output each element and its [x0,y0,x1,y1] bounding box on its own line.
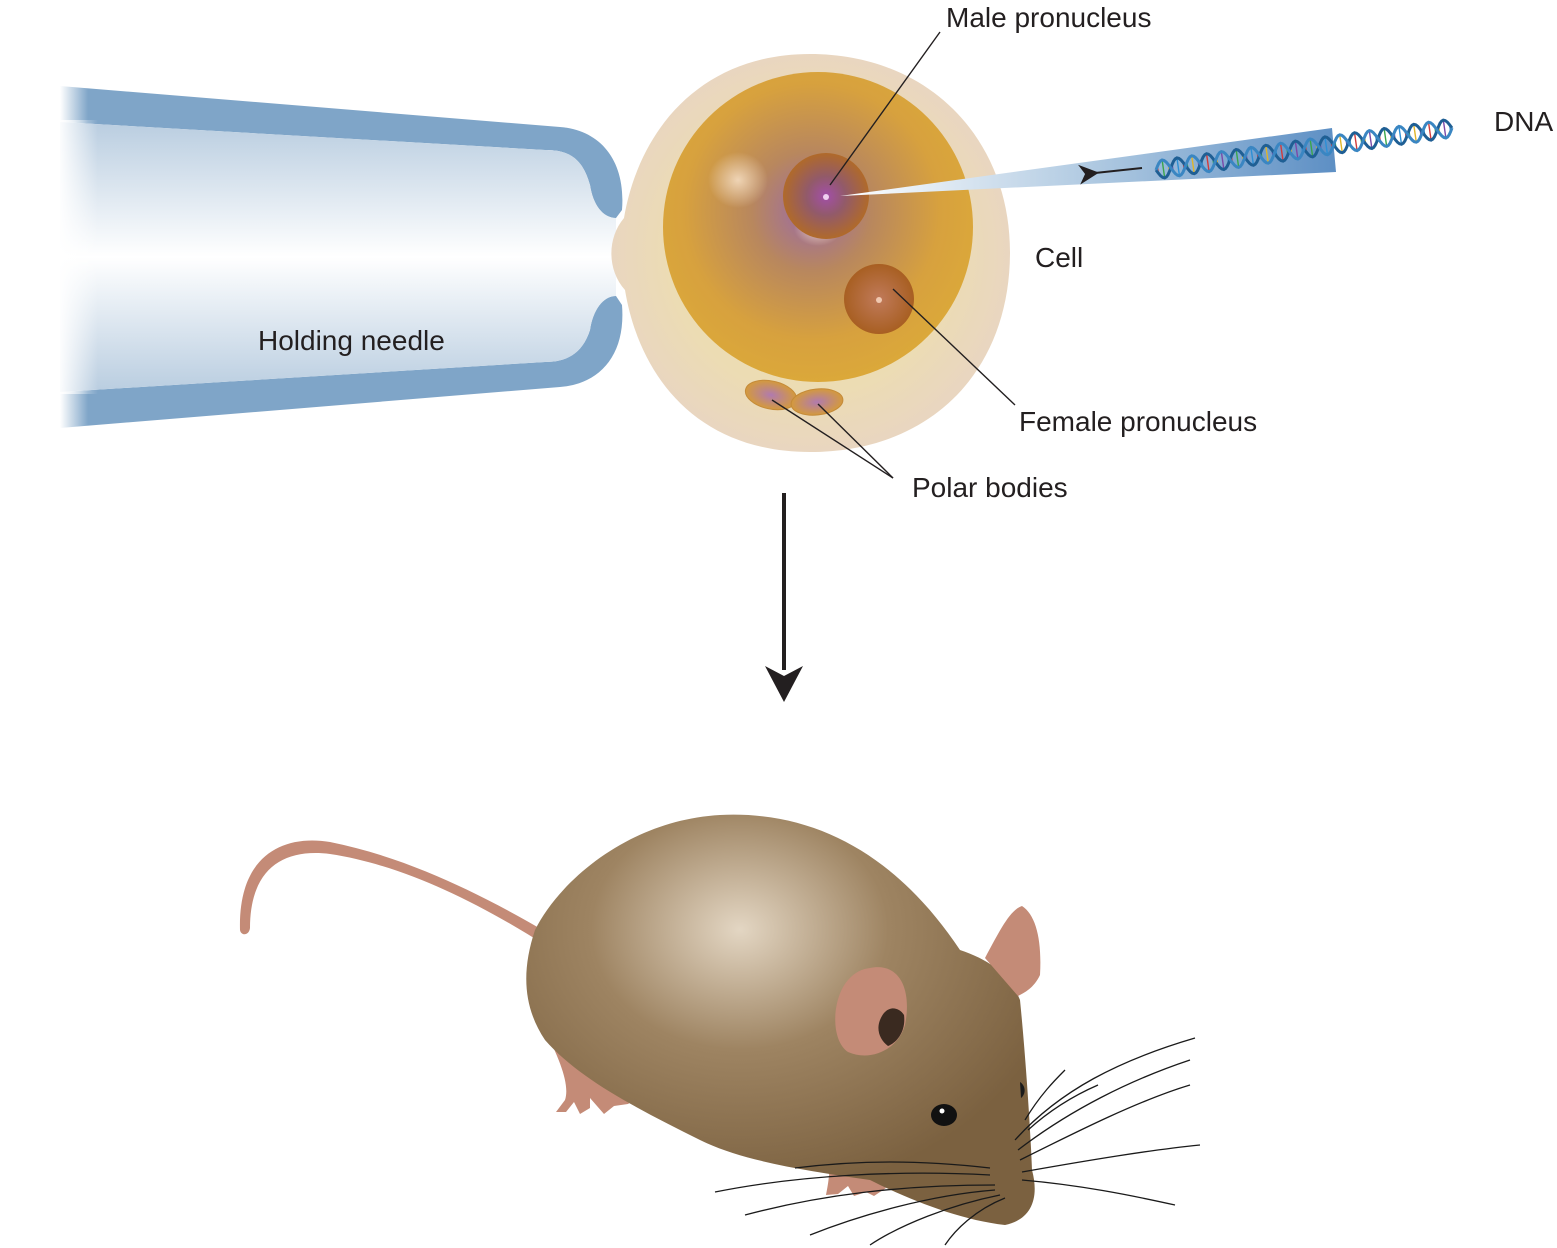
leader-polar-body-2 [817,403,894,479]
dna-direction-arrow [1078,164,1143,185]
male-pronucleus-nucleolus [823,194,829,200]
dna-base-pair [1413,124,1417,143]
label-male-pronucleus: Male pronucleus [946,2,1152,33]
dna-base-pair [1383,128,1388,147]
dna-base-pair [1279,143,1284,162]
injection-pipette-icon [840,128,1336,196]
label-holding-needle: Holding needle [258,325,445,356]
injection-pipette [840,128,1336,196]
dna-base-pair [1176,157,1181,176]
dna-base-pair [1309,138,1314,157]
label-polar-bodies: Polar bodies [912,472,1068,503]
label-cell: Cell [1035,242,1084,273]
holding-needle-icon [58,86,623,428]
mouse-eye-highlight [939,1108,945,1114]
mouse-ear-back [985,906,1041,996]
leader-polar-body-1 [771,399,894,479]
dna-base-pair [1398,126,1403,145]
transgenic-mouse-icon [239,814,1201,1246]
dna-base-pair [1368,130,1373,149]
dna-backbone-strand [1154,120,1454,178]
mouse-whiskers [714,1037,1201,1246]
holding-needle-fade [58,120,558,394]
dna-base-pair [1250,147,1255,166]
cytoplasm-highlight [708,152,768,208]
mouse-ear-inner [878,1008,905,1046]
leader-lines [771,31,1016,479]
mouse-body [526,814,1035,1225]
mouse-tail [239,840,560,945]
dna-base-pair [1339,134,1343,153]
polar-body-2 [790,388,844,416]
dna-base-pair [1220,151,1225,170]
holding-needle-wall [60,86,623,218]
label-dna: DNA [1494,106,1554,137]
dna-base-pair [1427,122,1432,141]
label-female-pronucleus: Female pronucleus [1019,406,1258,437]
dna-base-pair [1235,149,1240,168]
process-arrow-head [765,666,803,702]
dna-base-pair [1265,145,1269,164]
dna-base-pair [1324,136,1329,155]
dna-base-pair [1294,141,1299,160]
female-pronucleus-nucleolus [876,297,882,303]
process-arrow [765,493,803,702]
mouse-nose [1020,1082,1025,1098]
dna-base-pair [1161,159,1166,178]
dna-base-pair [1353,132,1358,151]
dna-double-helix-icon [1154,118,1454,180]
dna-base-pair [1191,155,1195,174]
leader-female-pronucleus [892,288,1016,406]
mouse-eye [931,1104,957,1126]
dna-base-pair [1442,120,1447,139]
holding-needle-wall-lower [60,296,623,428]
leader-male-pronucleus [829,31,941,186]
zygote-cell-icon [611,54,1010,452]
dna-base-pair [1205,153,1210,172]
